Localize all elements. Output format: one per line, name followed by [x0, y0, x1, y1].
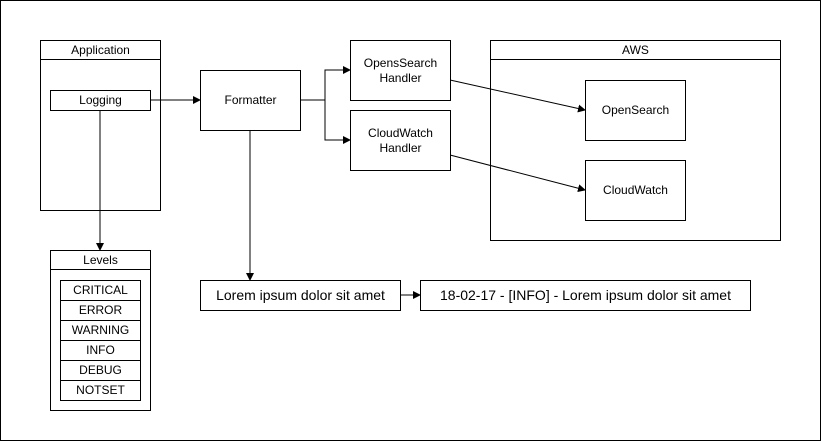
raw-message-node[interactable]: Lorem ipsum dolor sit amet	[200, 280, 401, 311]
level-warning[interactable]: WARNING	[60, 320, 141, 341]
application-container: Application	[40, 40, 161, 211]
cloudwatch-service-node[interactable]: CloudWatch	[585, 160, 686, 221]
level-notset[interactable]: NOTSET	[60, 380, 141, 401]
levels-container: Levels	[50, 250, 151, 411]
level-info[interactable]: INFO	[60, 340, 141, 361]
level-critical[interactable]: CRITICAL	[60, 280, 141, 301]
opensearch-service-node[interactable]: OpenSearch	[585, 80, 686, 141]
cloudwatch-handler-node[interactable]: CloudWatch Handler	[350, 110, 451, 171]
application-title: Application	[41, 41, 160, 60]
aws-title: AWS	[491, 41, 780, 60]
levels-title: Levels	[51, 251, 150, 270]
level-debug[interactable]: DEBUG	[60, 360, 141, 381]
aws-container: AWS	[490, 40, 781, 241]
logging-node[interactable]: Logging	[50, 90, 151, 111]
formatter-node[interactable]: Formatter	[200, 70, 301, 131]
level-error[interactable]: ERROR	[60, 300, 141, 321]
formatted-message-node[interactable]: 18-02-17 - [INFO] - Lorem ipsum dolor si…	[420, 280, 751, 311]
opensearch-handler-node[interactable]: OpensSearch Handler	[350, 40, 451, 101]
